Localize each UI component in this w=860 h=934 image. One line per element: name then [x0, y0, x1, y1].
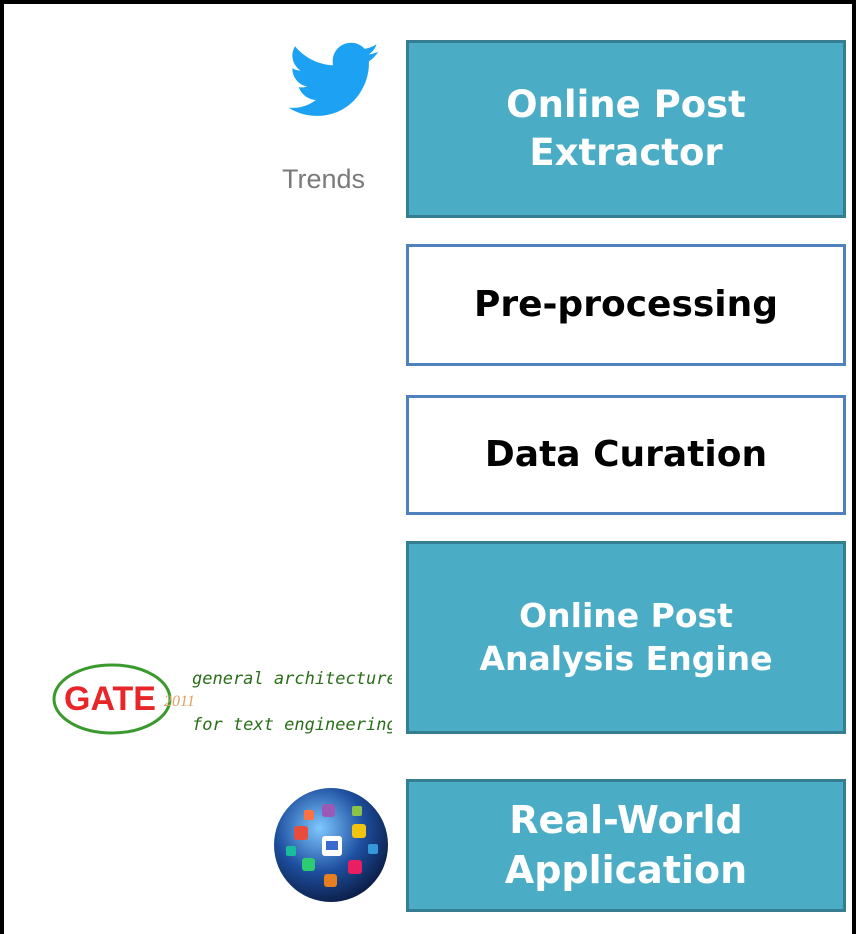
preprocessing-label: Pre-processing [473, 283, 779, 325]
twitter-bird-icon [289, 42, 380, 116]
data-curation-label: Data Curation [484, 433, 768, 475]
online-post-extractor-label: Online Post Extractor [506, 82, 746, 174]
gate-logo: GATE 2011 general architecture for text … [52, 654, 392, 744]
real-world-application-box: Real-World Application [406, 779, 846, 912]
preprocessing-box: Pre-processing [406, 244, 846, 366]
online-post-extractor-box: Online Post Extractor [406, 40, 846, 218]
real-world-application-label: Real-World Application [504, 798, 748, 892]
gate-line2: for text engineering [192, 715, 392, 735]
data-curation-box: Data Curation [406, 395, 846, 515]
globe-apps-icon [274, 788, 388, 902]
analysis-engine-box: Online Post Analysis Engine [406, 541, 846, 734]
trends-label: Trends [282, 164, 366, 194]
gate-year: 2011 [164, 693, 195, 710]
gate-wordmark: GATE [64, 680, 156, 718]
analysis-engine-label: Online Post Analysis Engine [479, 595, 773, 678]
gate-line1: general architecture [192, 669, 392, 689]
